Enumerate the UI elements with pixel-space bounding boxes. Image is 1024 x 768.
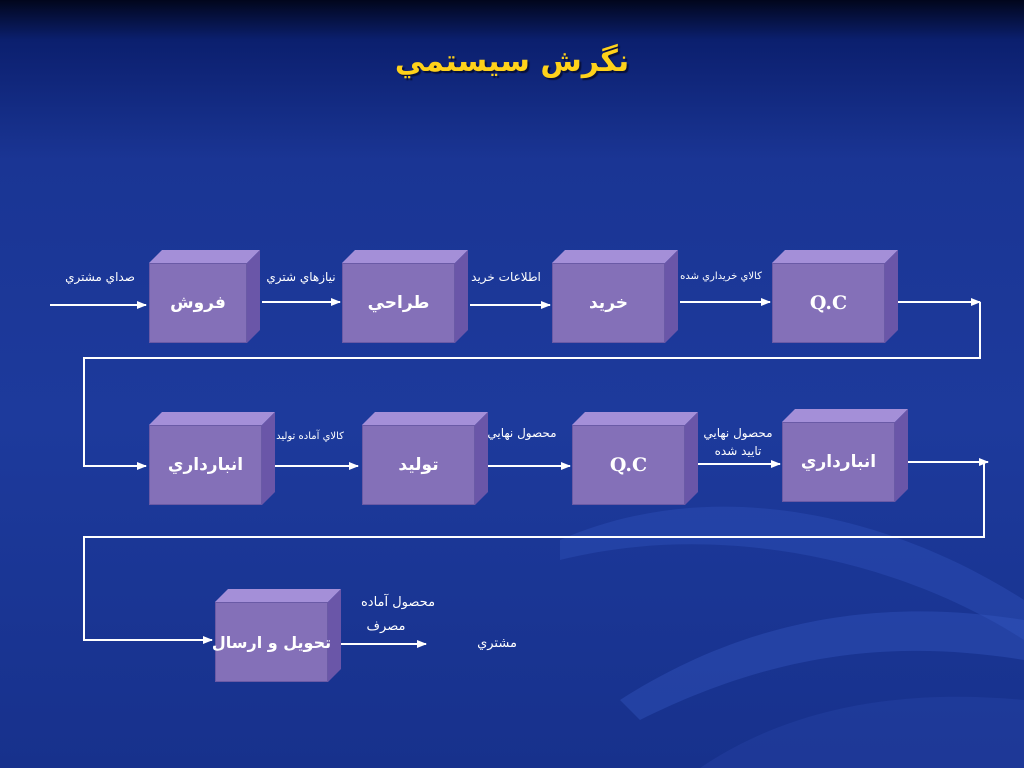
- connector-row1-to-row2: [83, 302, 981, 470]
- box-design-label: طراحي: [342, 263, 455, 343]
- box-qc-2-label: Q.C: [572, 425, 685, 505]
- box-warehouse-raw: انبارداري: [149, 412, 275, 505]
- label-customer-needs: نيازهاي شتري: [266, 270, 336, 284]
- label-product-ready-1: محصول آماده: [360, 595, 436, 610]
- box-qc-1: Q.C: [772, 250, 898, 343]
- label-customer: مشتري: [477, 636, 517, 651]
- label-final-product-approved-1: محصول نهايي: [703, 426, 773, 440]
- box-qc-2: Q.C: [572, 412, 698, 505]
- connector-row2-to-row3: [83, 462, 985, 644]
- box-delivery-label: تحويل و ارسال: [212, 602, 331, 682]
- box-purchase-label: خريد: [552, 263, 665, 343]
- label-customer-voice: صداي مشتري: [65, 270, 135, 284]
- label-purchased-goods: كالاي خريداري شده: [680, 271, 762, 282]
- page-title: نگرش سيستمي: [394, 44, 630, 79]
- box-qc-1-label: Q.C: [772, 263, 885, 343]
- box-warehouse-final-label: انبارداري: [782, 422, 895, 502]
- label-final-product-approved-2: تاييد شده: [714, 444, 762, 458]
- label-final-product: محصول نهايي: [487, 426, 557, 440]
- label-purchase-info: اطلاعات خريد: [471, 270, 541, 284]
- box-design: طراحي: [342, 250, 468, 343]
- label-product-ready-2: مصرف: [366, 619, 406, 634]
- box-production-label: توليد: [362, 425, 475, 505]
- box-warehouse-final: انبارداري: [782, 409, 908, 502]
- box-sales-label: فروش: [149, 263, 247, 343]
- box-sales: فروش: [149, 250, 260, 343]
- label-goods-ready-production: كالاي آماده توليد: [276, 431, 344, 442]
- box-production: توليد: [362, 412, 488, 505]
- box-warehouse-raw-label: انبارداري: [149, 425, 262, 505]
- box-purchase: خريد: [552, 250, 678, 343]
- box-delivery: تحويل و ارسال: [212, 589, 341, 682]
